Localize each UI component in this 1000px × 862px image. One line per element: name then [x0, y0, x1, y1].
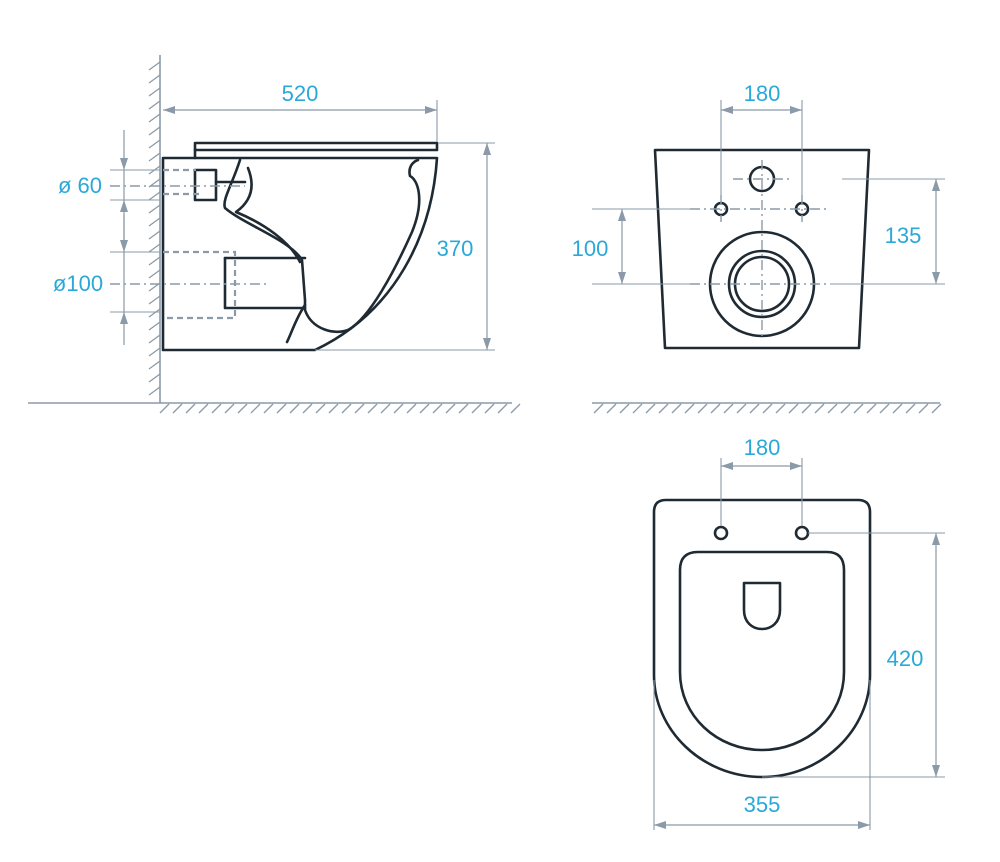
label-inlet: ø 60 [58, 173, 102, 198]
toilet-top-inner [678, 550, 846, 752]
dimension-inlet: ø 60 [58, 130, 160, 245]
label-right-height: 135 [885, 223, 922, 248]
label-height: 370 [437, 236, 474, 261]
toilet-top-outer [652, 498, 872, 779]
toilet-back-outline [653, 148, 871, 350]
top-view: 180 420 355 [652, 435, 945, 830]
dimension-hole-spacing-back: 180 [720, 81, 803, 195]
label-width: 355 [744, 792, 781, 817]
dimension-height: 370 [315, 142, 495, 351]
dimension-depth: 520 [163, 81, 438, 142]
dimension-right-height: 135 [830, 178, 945, 285]
dimension-hole-spacing-top: 180 [720, 435, 803, 526]
dimension-length: 420 [762, 532, 945, 778]
wall [148, 55, 161, 403]
label-hole-spacing-back: 180 [744, 81, 781, 106]
floor-side [28, 402, 521, 414]
toilet-side-outline [110, 141, 439, 352]
dimension-left-height: 100 [572, 208, 690, 285]
back-view: 180 100 135 [572, 81, 945, 414]
dimension-outlet: ø100 [53, 215, 160, 345]
flush-opening [742, 581, 782, 631]
label-depth: 520 [282, 81, 319, 106]
label-length: 420 [887, 646, 924, 671]
seat-hinge-left [713, 525, 729, 541]
side-view: 520 370 ø 60 ø100 [28, 55, 521, 414]
label-outlet: ø100 [53, 271, 103, 296]
floor-back [592, 402, 942, 414]
label-left-height: 100 [572, 236, 609, 261]
label-hole-spacing-top: 180 [744, 435, 781, 460]
dimension-width: 355 [653, 680, 871, 830]
seat-hinge-right [794, 525, 810, 541]
